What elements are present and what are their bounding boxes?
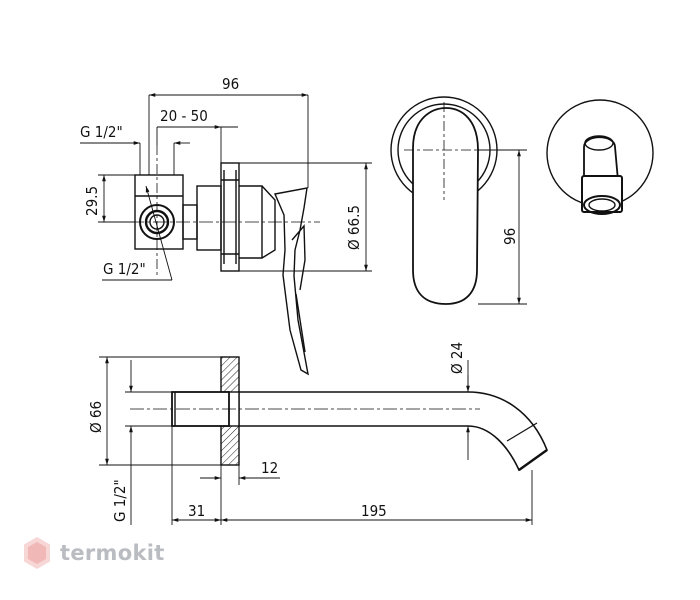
dim-center-height: 29.5 — [83, 186, 101, 216]
dim-plate-diameter: Ø 66.5 — [345, 205, 363, 250]
spout-side-dimensions — [99, 356, 533, 525]
dim-inlet-thread-bottom: G 1/2" — [103, 260, 146, 278]
dim-body-thread: G 1/2" — [111, 479, 129, 522]
spout-pipe — [239, 391, 548, 472]
wall-plate — [220, 162, 240, 272]
dim-overall-width: 96 — [222, 75, 239, 93]
front-view — [390, 96, 498, 305]
spout-side-view — [130, 356, 548, 472]
side-view — [130, 145, 320, 376]
dim-body-diameter: Ø 66 — [87, 401, 105, 433]
brand-watermark: termokit — [22, 536, 165, 570]
hexagon-logo-icon — [24, 537, 50, 569]
mixer-body — [196, 185, 222, 251]
spout-tip — [518, 449, 548, 471]
brand-name: termokit — [60, 541, 165, 565]
dim-body-depth: 31 — [188, 502, 205, 520]
dim-spout-diameter: Ø 24 — [448, 342, 466, 374]
front-lever — [412, 107, 479, 305]
dim-inlet-thread-top: G 1/2" — [80, 123, 123, 141]
dim-spout-length: 195 — [361, 502, 387, 520]
spout-front-view — [546, 99, 654, 215]
lever-handle — [274, 187, 309, 376]
front-view-dimensions — [478, 149, 527, 305]
dim-plate-gap: 12 — [261, 459, 278, 477]
spout-outlet — [583, 195, 621, 215]
side-view-dimensions — [80, 93, 372, 281]
dim-wall-range: 20 - 50 — [160, 107, 208, 125]
dim-spout-outer-height: 96 — [501, 228, 519, 245]
